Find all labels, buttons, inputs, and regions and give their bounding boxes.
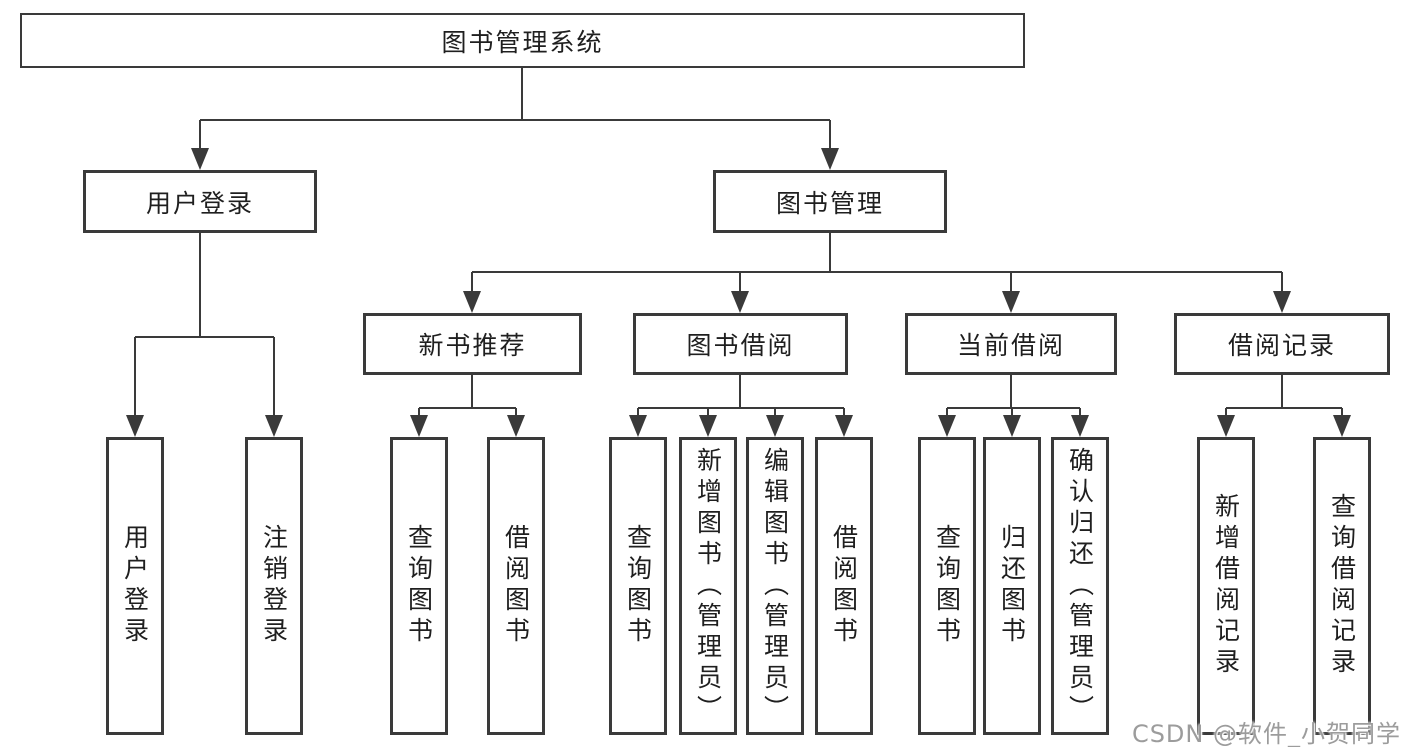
arrow-down-icon [1002, 291, 1020, 313]
leaf-logout: 注销登录 [245, 437, 303, 735]
connector-newrec-to-leaves [410, 375, 525, 437]
node-new-book-recommend: 新书推荐 [363, 313, 582, 375]
leaf-confirm-return-admin: 确认归还（管理员） [1051, 437, 1109, 735]
leaf-return-book: 归还图书 [983, 437, 1041, 735]
node-label: 归还图书 [997, 524, 1027, 648]
node-label: 图书管理 [775, 188, 884, 218]
node-library-system: 图书管理系统 [20, 13, 1025, 68]
connector-borrow-to-leaves [629, 375, 853, 437]
node-label: 注销登录 [259, 524, 289, 648]
arrow-down-icon [938, 415, 956, 437]
leaf-add-borrow-record: 新增借阅记录 [1197, 437, 1255, 735]
node-label: 新增图书（管理员） [693, 446, 723, 726]
node-user-login: 用户登录 [83, 170, 317, 233]
arrow-down-icon [821, 148, 839, 170]
arrow-down-icon [191, 148, 209, 170]
arrow-down-icon [126, 415, 144, 437]
leaf-query-borrow-record: 查询借阅记录 [1313, 437, 1371, 735]
node-book-management: 图书管理 [713, 170, 947, 233]
connector-current-to-leaves [938, 375, 1089, 437]
leaf-borrow-books-2: 借阅图书 [815, 437, 873, 735]
leaf-query-books-1: 查询图书 [390, 437, 448, 735]
node-label: 用户登录 [145, 188, 254, 218]
connector-records-to-leaves [1217, 375, 1351, 437]
leaf-edit-book-admin: 编辑图书（管理员） [746, 437, 804, 735]
arrow-down-icon [835, 415, 853, 437]
arrow-down-icon [265, 415, 283, 437]
node-label: 查询图书 [404, 524, 434, 648]
arrow-down-icon [1273, 291, 1291, 313]
arrow-down-icon [410, 415, 428, 437]
node-current-borrowing: 当前借阅 [905, 313, 1117, 375]
node-label: 查询图书 [623, 524, 653, 648]
arrow-down-icon [1333, 415, 1351, 437]
node-borrowing-records: 借阅记录 [1174, 313, 1390, 375]
node-label: 当前借阅 [956, 331, 1065, 360]
connector-login-to-leaves [126, 233, 283, 437]
arrow-down-icon [1003, 415, 1021, 437]
leaf-add-book-admin: 新增图书（管理员） [679, 437, 737, 735]
node-label: 图书借阅 [686, 331, 795, 360]
arrow-down-icon [766, 415, 784, 437]
arrow-down-icon [699, 415, 717, 437]
arrow-down-icon [1217, 415, 1235, 437]
node-label: 借阅图书 [829, 524, 859, 648]
node-book-borrowing: 图书借阅 [633, 313, 848, 375]
leaf-query-books-2: 查询图书 [609, 437, 667, 735]
node-label: 新增借阅记录 [1211, 493, 1241, 679]
leaf-borrow-books-1: 借阅图书 [487, 437, 545, 735]
connector-root-to-level2 [191, 68, 839, 170]
arrow-down-icon [463, 291, 481, 313]
arrow-down-icon [1071, 415, 1089, 437]
node-label: 借阅记录 [1227, 331, 1336, 360]
arrow-down-icon [507, 415, 525, 437]
node-label: 借阅图书 [501, 524, 531, 648]
leaf-user-login: 用户登录 [106, 437, 164, 735]
arrow-down-icon [731, 291, 749, 313]
node-label: 查询图书 [932, 524, 962, 648]
leaf-query-books-3: 查询图书 [918, 437, 976, 735]
node-label: 用户登录 [120, 524, 150, 648]
node-label: 编辑图书（管理员） [760, 446, 790, 726]
node-label: 图书管理系统 [441, 27, 604, 57]
node-label: 查询借阅记录 [1327, 493, 1357, 679]
csdn-watermark: CSDN @软件_小贺同学 [1131, 720, 1401, 747]
node-label: 新书推荐 [418, 331, 527, 360]
connector-bookmgmt-to-level3 [463, 233, 1291, 313]
arrow-down-icon [629, 415, 647, 437]
node-label: 确认归还（管理员） [1065, 446, 1095, 726]
